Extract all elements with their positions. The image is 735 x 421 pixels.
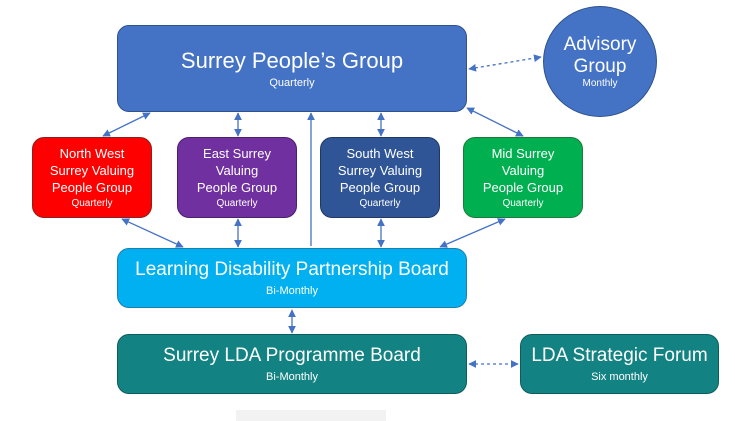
north-west-line2: Surrey Valuing bbox=[49, 163, 135, 179]
bottom-strip bbox=[236, 410, 386, 421]
partnership-board-box: Learning Disability Partnership Board Bi… bbox=[117, 248, 467, 308]
mid-surrey-line3: People Group bbox=[482, 179, 564, 195]
mid-surrey-line2: Valuing bbox=[501, 163, 545, 179]
advisory-group-frequency: Monthly bbox=[582, 78, 618, 90]
surrey-peoples-group-frequency: Quarterly bbox=[269, 77, 315, 90]
mid-surrey-line1: Mid Surrey bbox=[491, 146, 555, 162]
connector-northwest-ldpb bbox=[121, 218, 184, 248]
south-west-line3: People Group bbox=[339, 179, 421, 195]
north-west-line3: People Group bbox=[51, 179, 133, 195]
programme-board-frequency: Bi-Monthly bbox=[266, 370, 318, 383]
partnership-board-title: Learning Disability Partnership Board bbox=[135, 259, 449, 281]
south-west-frequency: Quarterly bbox=[359, 197, 401, 209]
north-west-group-box: North West Surrey Valuing People Group Q… bbox=[32, 137, 152, 218]
north-west-frequency: Quarterly bbox=[71, 197, 113, 209]
partnership-board-frequency: Bi-Monthly bbox=[266, 284, 318, 297]
mid-surrey-group-box: Mid Surrey Valuing People Group Quarterl… bbox=[463, 137, 583, 218]
south-west-group-box: South West Surrey Valuing People Group Q… bbox=[320, 137, 440, 218]
east-surrey-line3: People Group bbox=[196, 179, 278, 195]
advisory-group-circle: Advisory Group Monthly bbox=[543, 6, 657, 117]
connector-midsurrey-ldpb bbox=[439, 218, 506, 248]
strategic-forum-frequency: Six monthly bbox=[591, 370, 648, 383]
advisory-group-title-line1: Advisory bbox=[563, 33, 637, 55]
south-west-line1: South West bbox=[346, 146, 414, 162]
surrey-peoples-group-box: Surrey People’s Group Quarterly bbox=[117, 25, 467, 112]
south-west-line2: Surrey Valuing bbox=[337, 163, 423, 179]
north-west-line1: North West bbox=[59, 146, 125, 162]
east-surrey-line2: Valuing bbox=[215, 163, 259, 179]
connector-spg-midsurrey bbox=[466, 107, 524, 137]
east-surrey-group-box: East Surrey Valuing People Group Quarter… bbox=[177, 137, 297, 218]
programme-board-box: Surrey LDA Programme Board Bi-Monthly bbox=[117, 334, 467, 394]
strategic-forum-box: LDA Strategic Forum Six monthly bbox=[520, 334, 719, 394]
mid-surrey-frequency: Quarterly bbox=[502, 197, 544, 209]
strategic-forum-title: LDA Strategic Forum bbox=[531, 345, 708, 367]
connector-spg-advisory bbox=[468, 54, 542, 72]
connector-spg-northwest bbox=[102, 112, 151, 137]
advisory-group-title-line2: Group bbox=[573, 55, 627, 77]
programme-board-title: Surrey LDA Programme Board bbox=[163, 345, 421, 367]
surrey-peoples-group-title: Surrey People’s Group bbox=[180, 47, 404, 73]
east-surrey-line1: East Surrey bbox=[203, 146, 271, 162]
east-surrey-frequency: Quarterly bbox=[216, 197, 258, 209]
